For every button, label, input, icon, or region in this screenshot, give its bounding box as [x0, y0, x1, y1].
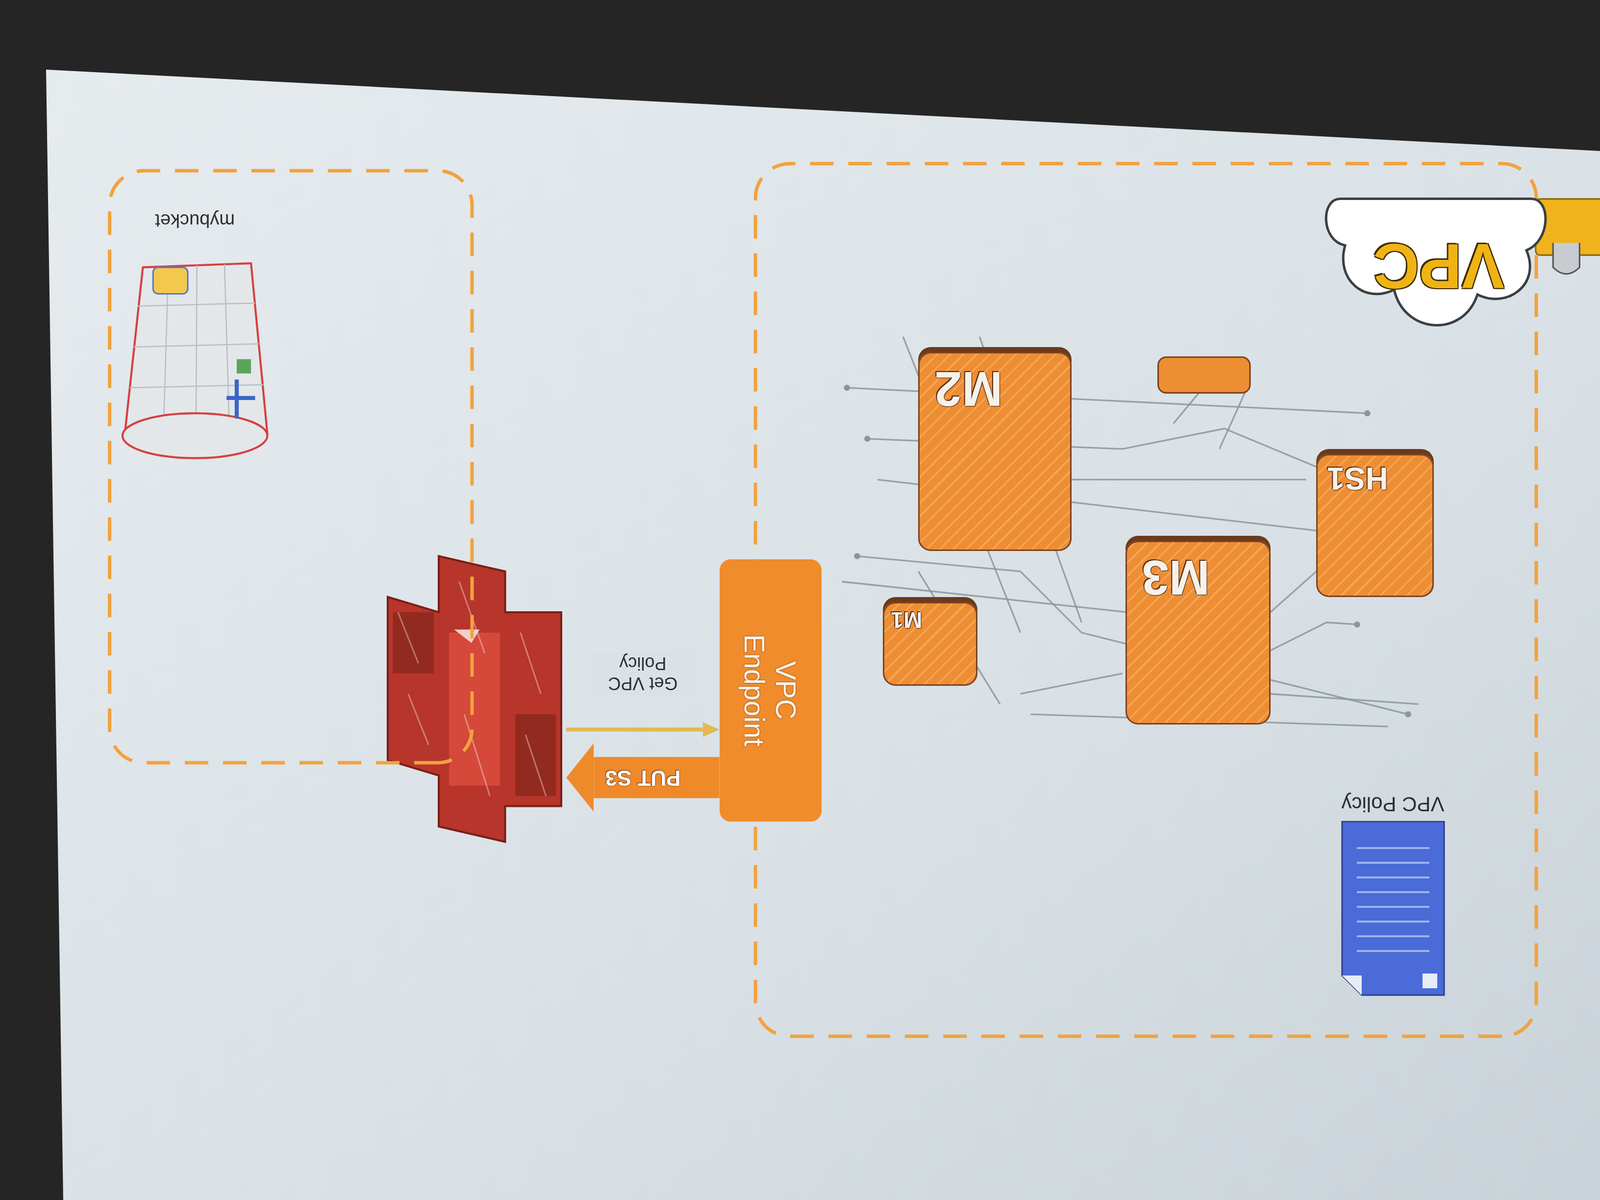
node-label: M3: [1141, 549, 1210, 606]
edge-label: PUT S3: [604, 765, 681, 791]
bucket-item: [152, 267, 188, 294]
policy-document: VPC Policy: [1341, 821, 1444, 996]
bucket-rim: [122, 413, 268, 459]
machine-box: M1: [882, 601, 978, 686]
node-label: VPC Endpoint: [739, 625, 802, 756]
document-line: [1356, 847, 1429, 850]
s3-hatch: [398, 581, 547, 797]
bucket-icon: [122, 263, 268, 459]
s3-hatch-line: [398, 581, 547, 797]
node-label: M2: [934, 360, 1003, 418]
circuit-dot: [843, 384, 850, 391]
document-line: [1356, 876, 1429, 879]
text-holder: VPC Endpoint: [739, 625, 802, 756]
text-holder: mybucket: [134, 201, 256, 239]
small-server-box: [1158, 357, 1250, 394]
cloud-shape: [1325, 199, 1546, 326]
node-label: mybucket: [154, 209, 235, 231]
text-holder: VPC: [1326, 194, 1551, 389]
bucket-grid: [129, 264, 264, 437]
node-label: VPC Policy: [1341, 792, 1445, 816]
dashed-outline: [755, 163, 1537, 1037]
document-line: [1356, 935, 1429, 938]
text-holder: M3: [1141, 549, 1210, 606]
circuit-line: [1173, 392, 1200, 424]
text-holder: M1: [891, 606, 923, 634]
circuit-line: [1270, 693, 1419, 704]
s3-icon: [387, 555, 562, 842]
document-sheet: [1341, 821, 1444, 996]
vpc-region: VPCVPC PolicyM3M1HS1M2VPC Endpoint: [752, 161, 1539, 1039]
document-line: [1356, 950, 1429, 952]
machine-box: HS1: [1316, 453, 1434, 597]
document-fold: [1341, 975, 1362, 996]
bucket-outline: [107, 168, 475, 766]
circuit-dot: [1364, 410, 1371, 417]
text-holder: HS1: [1326, 460, 1389, 497]
document-line: [1356, 920, 1429, 923]
bucket-body: [124, 263, 268, 437]
bucket-item: [236, 359, 251, 374]
illustration-layer: [122, 199, 1600, 842]
s3-highlight: [453, 629, 480, 643]
node-label: M1: [891, 606, 923, 634]
circuit-dot: [853, 552, 860, 559]
dashed-outline: [109, 170, 473, 763]
s3-face: [449, 632, 500, 786]
circuit-line: [1020, 673, 1123, 695]
document-line: [1356, 905, 1429, 908]
s3-face: [515, 714, 556, 797]
bucket-item: [226, 379, 255, 419]
screen-surface: [46, 69, 1600, 1200]
circuit-line: [1265, 622, 1357, 653]
machine-box: M3: [1125, 540, 1271, 725]
text-holder: M2: [934, 360, 1003, 418]
circuit-dot: [864, 435, 871, 442]
arrow-connector: [566, 727, 703, 732]
label-holder: Get VPC Policy: [592, 652, 694, 696]
label-holder: PUT S3: [600, 764, 685, 792]
s3-face: [392, 612, 434, 674]
machine-box: M2: [918, 351, 1072, 551]
circuit-line: [1219, 392, 1246, 449]
edge-label: Get VPC Policy: [596, 653, 690, 695]
text-holder: VPC Policy: [1341, 792, 1445, 816]
document-mark: [1422, 973, 1437, 989]
document-line: [1356, 891, 1429, 894]
circuit-line: [1071, 478, 1307, 481]
node-label: VPC: [1373, 229, 1504, 303]
endpoint-box: VPC Endpoint: [719, 559, 822, 822]
node-label: HS1: [1326, 460, 1389, 497]
document-line: [1356, 861, 1429, 864]
s3-shape: [387, 555, 562, 842]
arrow-connector: [593, 756, 720, 799]
document-icon: [1341, 821, 1444, 996]
circuit-dot: [1404, 711, 1411, 718]
vpc-plug: [1552, 242, 1580, 274]
bucket-region: mybucket: [107, 168, 567, 766]
circuit-dot: [1353, 621, 1360, 628]
